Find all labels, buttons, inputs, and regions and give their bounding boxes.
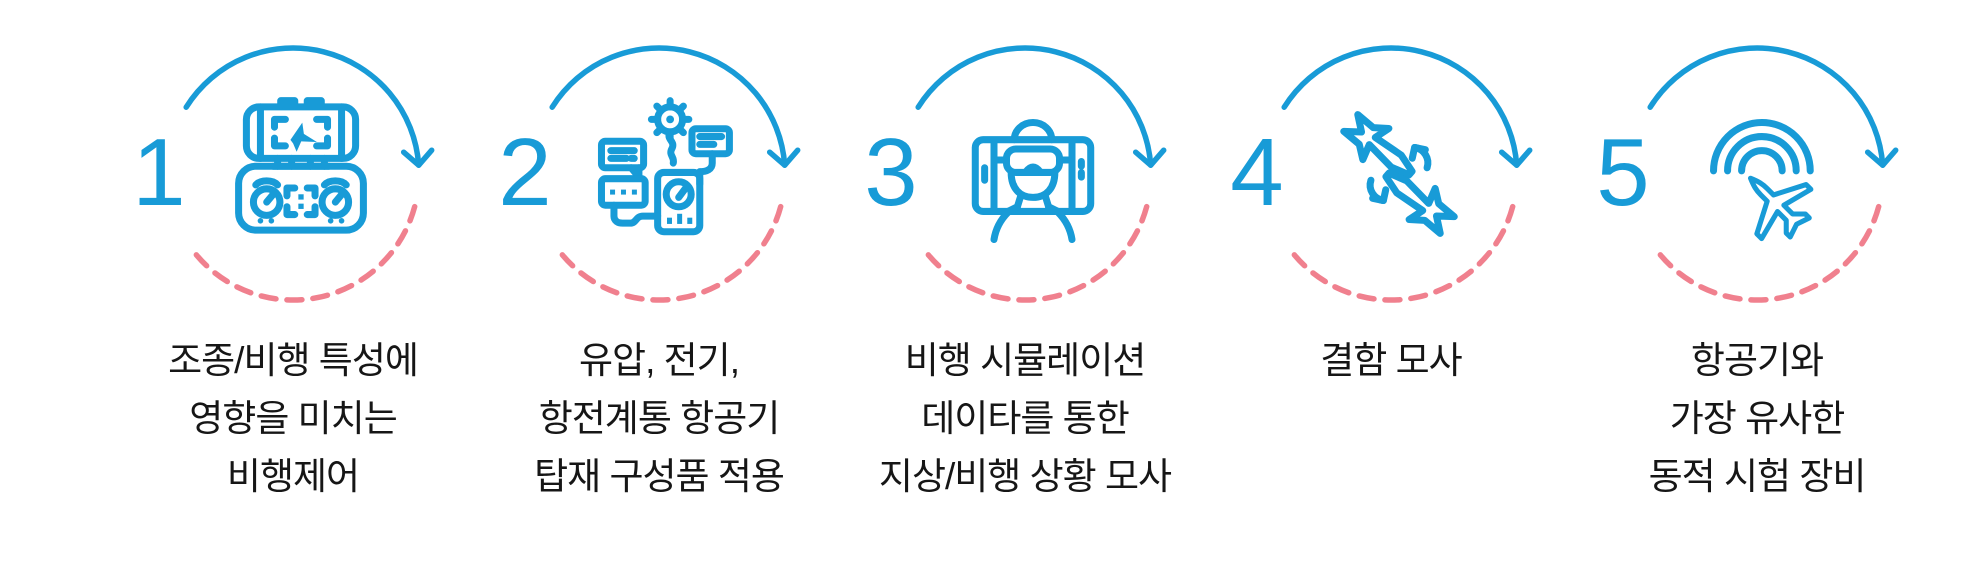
caption-line: 유압, 전기, (579, 340, 740, 381)
ground-control-station-icon (235, 97, 367, 234)
wifi-icon (1710, 119, 1814, 175)
step-number: 5 (1596, 119, 1650, 226)
caption-line: 결함 모사 (1320, 340, 1462, 381)
arrowhead-icon (1864, 147, 1899, 168)
step-5-caption: 항공기와 가장 유사한 동적 시험 장비 (1574, 332, 1940, 506)
flight-simulator-vr-icon (971, 119, 1095, 244)
step-1-caption: 조종/비행 특성에 영향을 미치는 비행제어 (110, 332, 476, 506)
cycle-arrow (549, 45, 801, 303)
cycle-arrow (183, 45, 435, 303)
step-number: 4 (1230, 119, 1284, 226)
step-3-graphic: 3 (864, 20, 1175, 320)
caption-line: 비행제어 (226, 456, 360, 497)
step-2-caption: 유압, 전기, 항전계통 항공기 탑재 구성품 적용 (476, 332, 842, 506)
step-1: 1 (110, 20, 476, 506)
caption-line: 동적 시험 장비 (1648, 456, 1867, 497)
caption-line (1208, 448, 1574, 506)
cycle-arrow (1647, 45, 1899, 303)
caption-line: 지상/비행 상황 모사 (878, 456, 1172, 497)
step-1-graphic: 1 (132, 20, 443, 320)
step-2: 2 (476, 20, 842, 506)
step-3-caption: 비행 시뮬레이션 데이타를 통한 지상/비행 상황 모사 (842, 332, 1208, 506)
caption-line: 가장 유사한 (1669, 398, 1845, 439)
dashed-arc (1288, 203, 1516, 303)
dynamic-test-equipment-icon (1710, 119, 1814, 242)
step-number: 3 (864, 119, 918, 226)
step-number: 2 (498, 119, 552, 226)
caption-line: 항공기와 (1690, 340, 1824, 381)
arrowhead-icon (400, 147, 435, 168)
caption-line: 데이타를 통한 (921, 398, 1130, 439)
dashed-arc (556, 203, 784, 303)
step-2-graphic: 2 (498, 20, 809, 320)
dashed-arc (922, 203, 1150, 303)
caption-line: 조종/비행 특성에 (168, 340, 419, 381)
caption-line: 탑재 구성품 적용 (534, 456, 785, 497)
cycle-arrow (915, 45, 1167, 303)
cycle-arrow (1281, 45, 1533, 303)
dashed-arc (190, 203, 418, 303)
step-5: 5 항공기와 가장 유사한 동적 시험 장비 (1574, 20, 1940, 506)
aircraft-components-icon (597, 97, 733, 236)
caption-line: 영향을 미치는 (189, 398, 398, 439)
caption-line: 비행 시뮬레이션 (904, 340, 1147, 381)
caption-line (1208, 390, 1574, 448)
step-number: 1 (132, 119, 186, 226)
step-3: 3 비행 시뮬레이션 데이타를 통한 지상/비행 상황 모사 (842, 20, 1208, 506)
arrowhead-icon (1132, 147, 1167, 168)
fault-simulation-icon (1340, 111, 1458, 237)
step-5-graphic: 5 (1596, 20, 1907, 320)
arrowhead-icon (1498, 147, 1533, 168)
airplane-icon (1747, 175, 1814, 242)
step-4: 4 결함 모사 (1208, 20, 1574, 506)
caption-line: 항전계통 항공기 (538, 398, 781, 439)
dashed-arc (1654, 203, 1882, 303)
step-4-graphic: 4 (1230, 20, 1541, 320)
arrowhead-icon (766, 147, 801, 168)
step-4-caption: 결함 모사 (1208, 332, 1574, 506)
process-steps-row: 1 (110, 20, 1940, 506)
